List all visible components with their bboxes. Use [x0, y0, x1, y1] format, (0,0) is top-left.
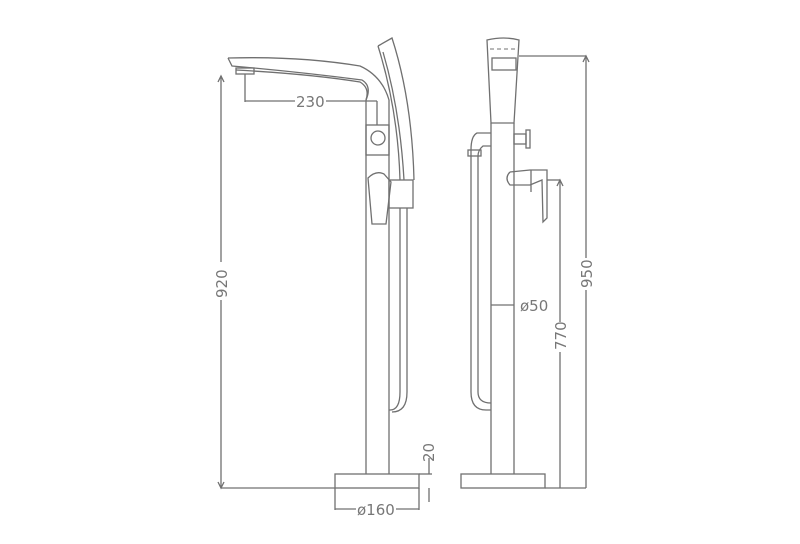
lever-handle — [367, 172, 392, 225]
dim-pipe-diameter: ø50 — [520, 297, 548, 315]
front-handshower — [486, 37, 520, 124]
dim-base-diameter: ø160 — [357, 501, 395, 519]
diverter-knob — [370, 130, 386, 146]
side-view — [217, 37, 432, 510]
front-view — [460, 37, 590, 489]
side-base-plate — [334, 473, 420, 489]
front-lever — [506, 169, 548, 224]
dim-overall-height-front: 950 — [578, 259, 596, 288]
spout-top — [227, 57, 369, 101]
holder-block — [388, 179, 414, 209]
handshower-outer — [377, 37, 415, 181]
spout-outer — [227, 57, 390, 125]
dim-overall-height-side: 920 — [213, 269, 231, 298]
front-base-plate — [460, 473, 546, 489]
dim-spout-reach: 230 — [296, 93, 325, 111]
dim-base-height: 20 — [420, 443, 438, 462]
dim-handle-height: 770 — [552, 321, 570, 350]
